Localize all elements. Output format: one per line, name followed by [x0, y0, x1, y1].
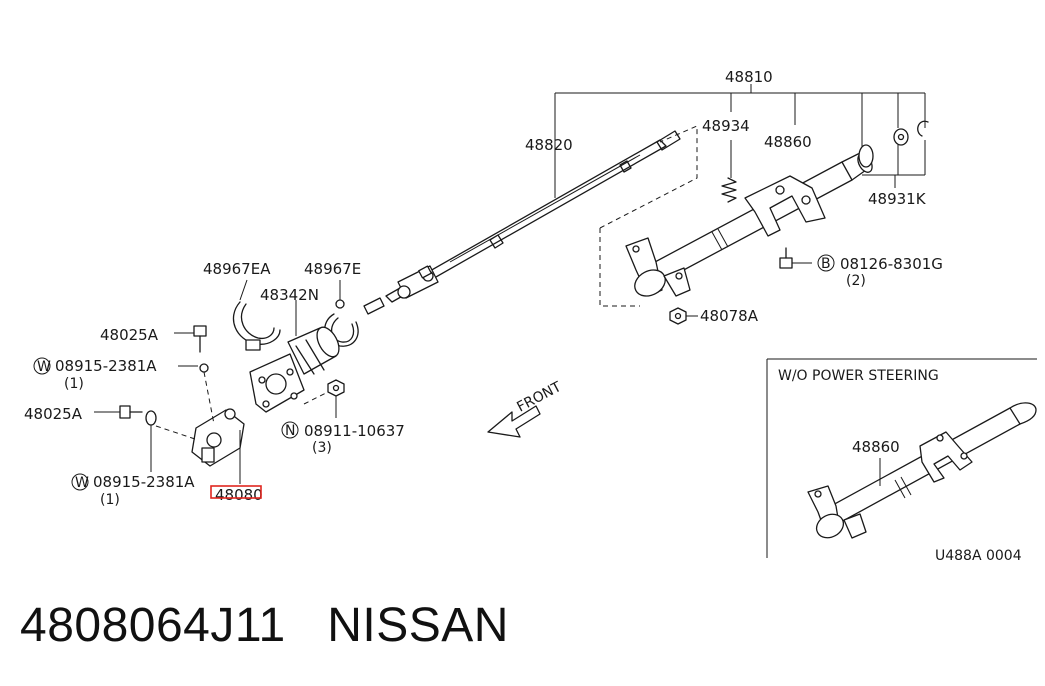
callout-48342n: 48342N: [260, 286, 319, 304]
callout-08915-2381a-bot: 08915-2381A: [93, 473, 195, 491]
nut-marker-icon: N: [285, 423, 295, 439]
highlight-box: [210, 485, 262, 499]
callout-48820: 48820: [525, 136, 573, 154]
callout-48931k: 48931K: [868, 190, 927, 208]
callout-48025a-left: 48025A: [24, 405, 83, 423]
callout-48078a: 48078A: [700, 307, 759, 325]
front-label: FRONT: [514, 379, 564, 416]
washer-bot-callout: W 08915-2381A (1): [71, 473, 195, 508]
column-tube-drawing: [625, 140, 873, 297]
washer-marker-icon: W: [37, 359, 51, 375]
column-fasteners-drawing: [669, 247, 812, 325]
bolt-right-qty: (2): [846, 273, 866, 289]
joint-drawing: [94, 325, 245, 484]
lower-parts-drawing: [232, 279, 359, 418]
callout-08126-8301g: 08126-8301G: [840, 255, 943, 273]
nut-qty: (3): [312, 440, 332, 456]
front-arrow: [487, 405, 541, 438]
drawing-code: U488A 0004: [935, 548, 1022, 564]
upper-shaft-drawing: [363, 130, 681, 315]
part-number-caption: 4808064J11 NISSAN: [20, 599, 509, 652]
washer-top-qty: (1): [64, 376, 84, 392]
callout-48810: 48810: [725, 68, 773, 86]
nut-callout: N 08911-10637 (3): [281, 421, 405, 456]
kit-parts-drawing: [858, 120, 929, 168]
washer-top-callout: W 08915-2381A (1): [33, 357, 157, 392]
bolt-marker-icon: B: [821, 256, 831, 272]
callout-48860: 48860: [764, 133, 812, 151]
callout-48967ea: 48967EA: [203, 260, 271, 278]
washer-bot-qty: (1): [100, 492, 120, 508]
bolt-right-callout: B 08126-8301G (2): [817, 254, 943, 289]
callout-48967e: 48967E: [304, 260, 361, 278]
inset-title: W/O POWER STEERING: [778, 368, 939, 384]
assembly-leader-tree: [554, 84, 926, 198]
callout-48934: 48934: [702, 117, 750, 135]
callout-48025a-top: 48025A: [100, 326, 159, 344]
callout-08911-10637: 08911-10637: [304, 422, 405, 440]
washer-marker-icon: W: [75, 475, 89, 491]
dashed-connection: [599, 125, 698, 307]
inset-panel: W/O POWER STEERING 48860 U488A 0004: [766, 358, 1037, 564]
inset-callout-48860: 48860: [852, 438, 900, 456]
joint-callout: 48080: [210, 485, 263, 504]
callout-48080: 48080: [215, 486, 263, 504]
callout-08915-2381a-top: 08915-2381A: [55, 357, 157, 375]
